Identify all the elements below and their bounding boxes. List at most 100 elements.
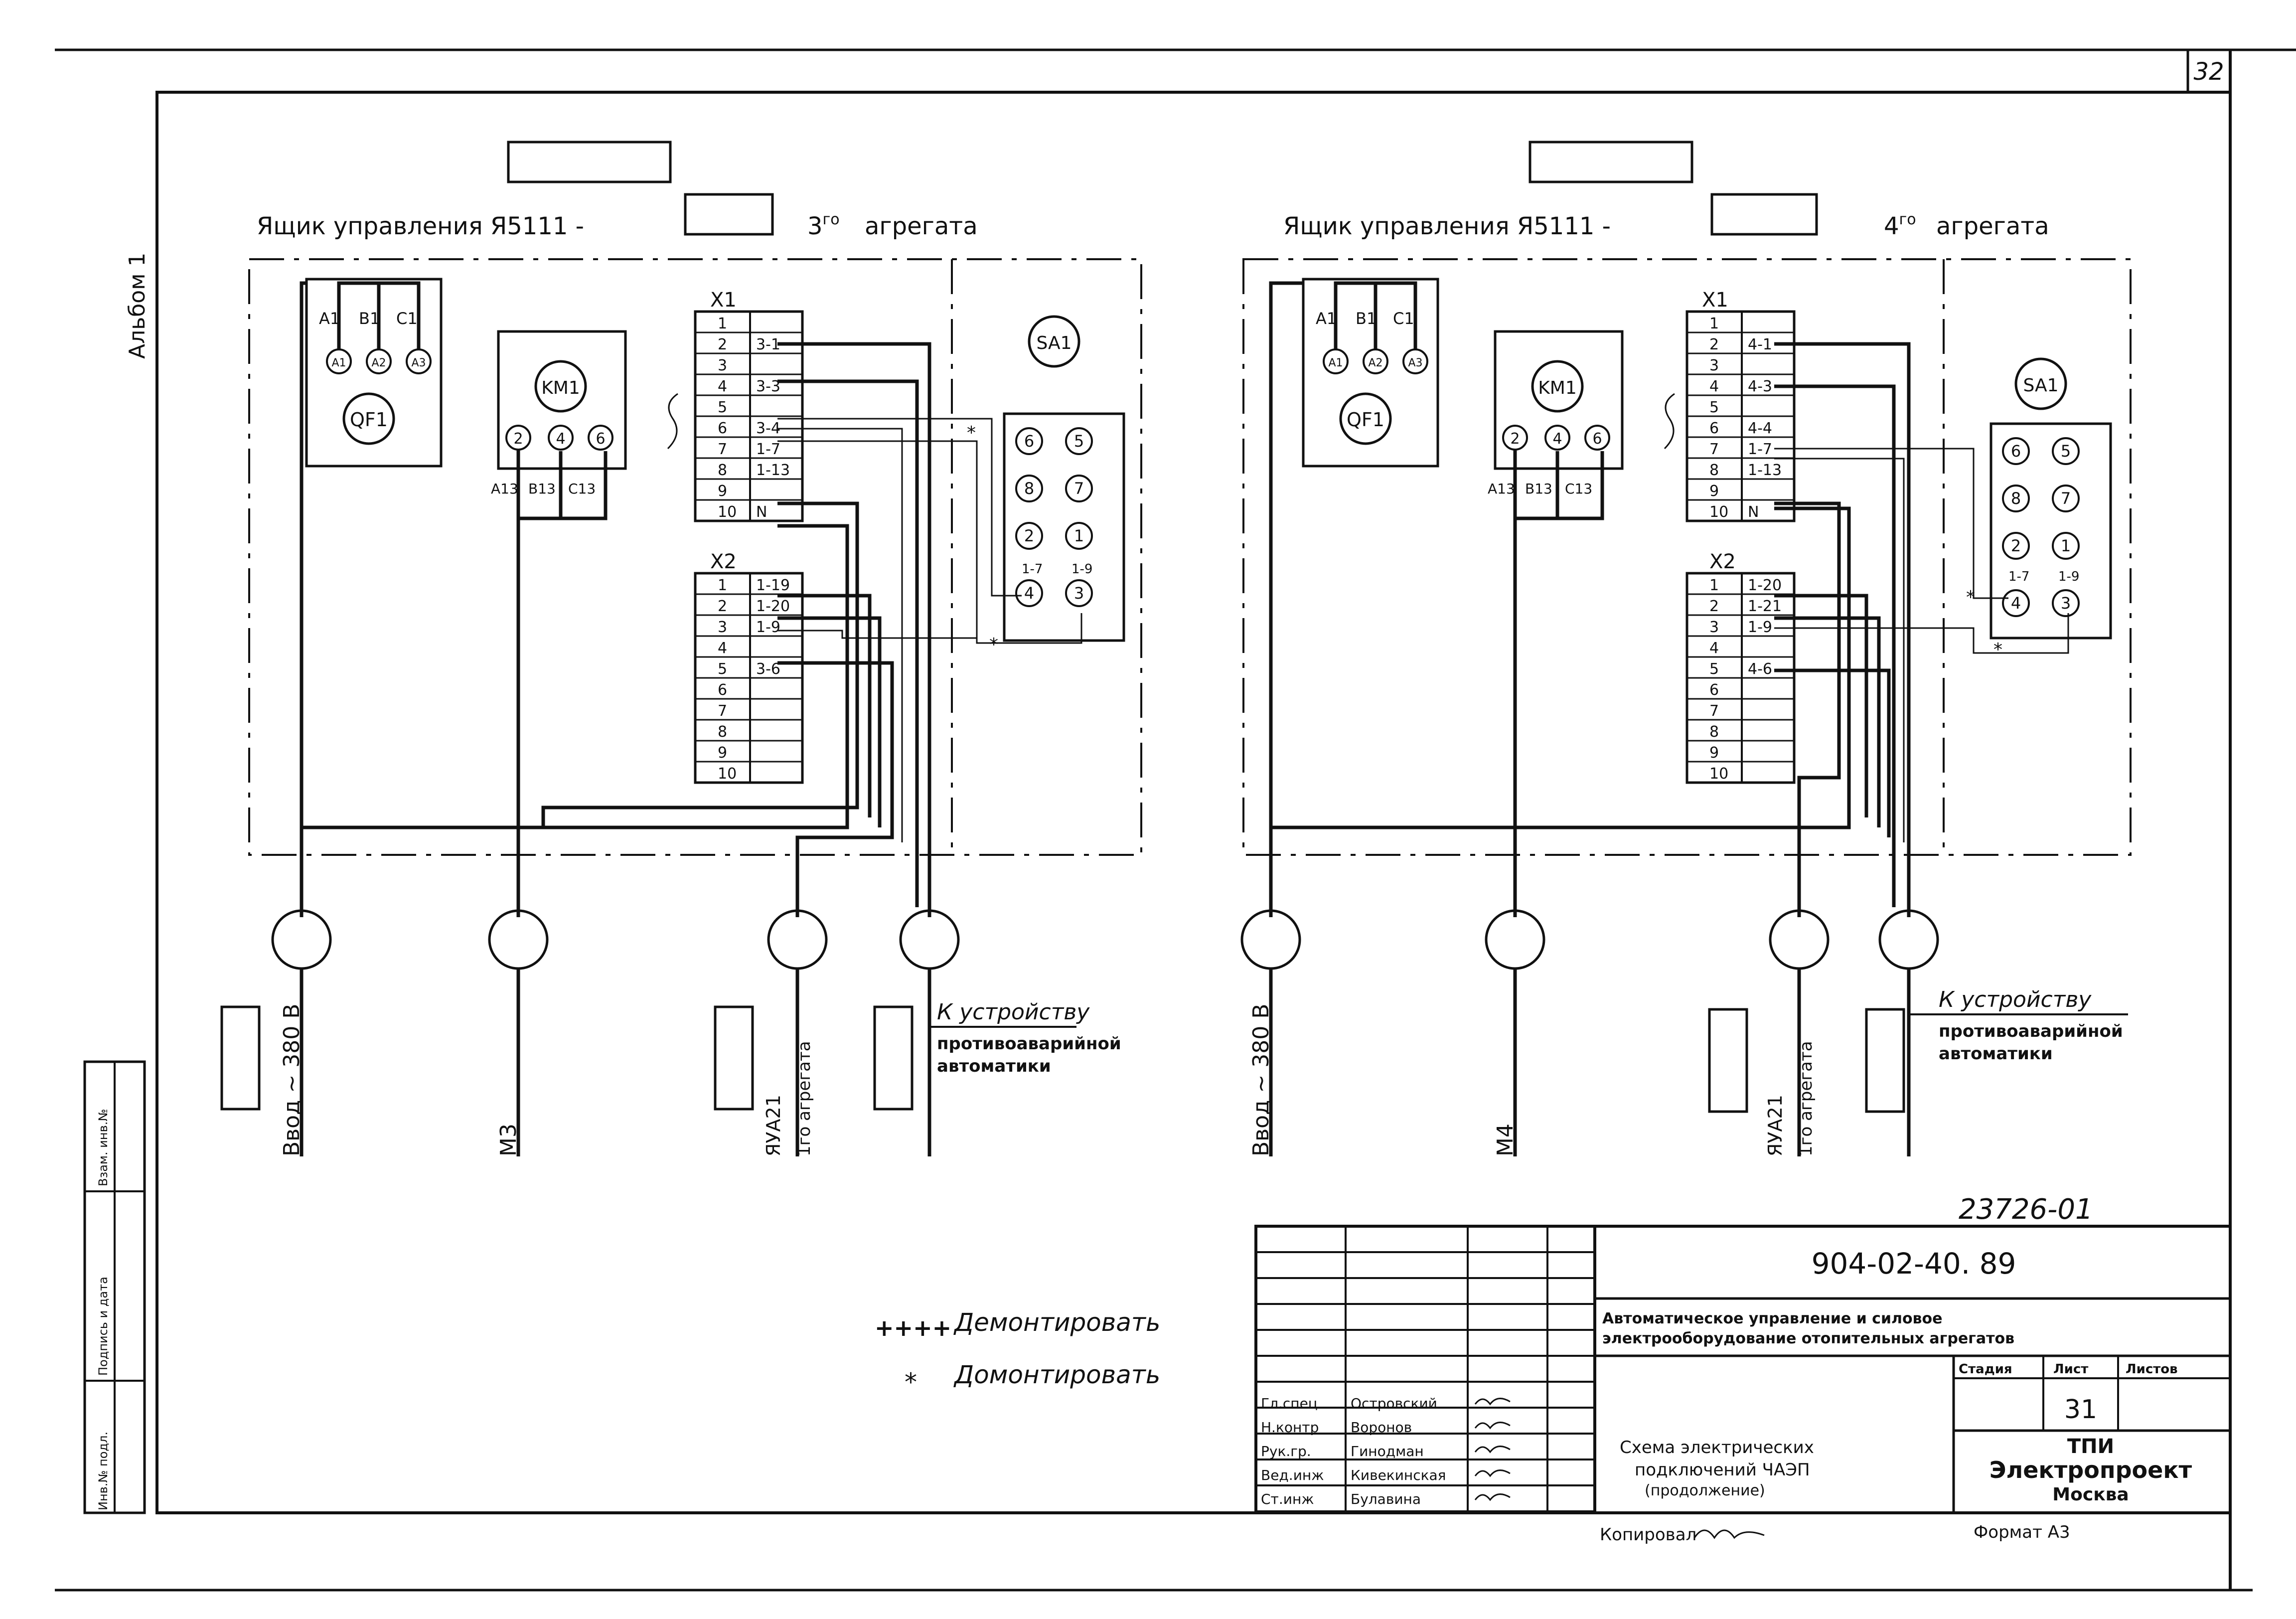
breaker-name: QF1 <box>1347 409 1384 431</box>
switch-contact-number: 4 <box>2011 594 2021 613</box>
cable-gland-emergency <box>899 909 960 970</box>
blank-field-top <box>507 141 672 183</box>
terminal-number: 9 <box>1709 483 1719 500</box>
contactor-terminal-4 <box>548 425 574 451</box>
legend-dismantle-symbol: ++++ <box>875 1314 951 1341</box>
drawing-title-line3: (продолжение) <box>1645 1482 1765 1499</box>
switch-contact <box>1065 475 1093 502</box>
terminal-number: 9 <box>718 483 727 500</box>
signatory-role: Рук.гр. <box>1261 1443 1311 1459</box>
drawing-title-line2: подключений ЧАЭП <box>1635 1460 1810 1480</box>
terminal-number: 3 <box>718 619 727 636</box>
switch-contact <box>1065 579 1093 607</box>
svg-text:A1: A1 <box>1328 357 1343 369</box>
terminal-number: 10 <box>1709 765 1728 783</box>
breaker-input-c: C1 <box>1393 309 1414 328</box>
terminal-wire-label: N <box>756 503 767 521</box>
power-wiring <box>300 281 931 917</box>
svg-text:2: 2 <box>1510 430 1520 448</box>
terminal-wire-label: 4-4 <box>1748 420 1772 437</box>
panel-title: Ящик управления Я5111 - <box>1283 212 1611 240</box>
signature <box>1474 1469 1511 1477</box>
cable-blank-control <box>714 1005 754 1111</box>
breaker-terminal-a <box>326 348 352 374</box>
copied-label: Копировал <box>1600 1525 1696 1545</box>
breaker-name: QF1 <box>350 409 388 431</box>
switch-contact <box>1015 522 1043 550</box>
svg-text:A3: A3 <box>411 357 426 369</box>
switch-contact <box>2002 532 2030 560</box>
signatory-name: Гинодман <box>1351 1443 1424 1459</box>
terminal-wire-label: 1-19 <box>756 577 790 594</box>
device-label-line3: автоматики <box>937 1056 1051 1076</box>
terminal-number: 9 <box>1709 744 1719 762</box>
signature <box>1474 1493 1511 1501</box>
terminal-number: 8 <box>1709 723 1719 741</box>
terminal-number: 7 <box>718 441 727 458</box>
unit-number: 4го <box>1884 211 1916 240</box>
terminal-number: 6 <box>718 420 727 437</box>
breaker-input-b: B1 <box>1356 309 1377 328</box>
terminal-wire-label: 1-7 <box>756 441 780 458</box>
cable-gland-control <box>1769 909 1830 970</box>
cable-gland-power <box>271 909 332 970</box>
terminal-number: 8 <box>718 462 727 479</box>
signatory-role: Гл.спец <box>1261 1395 1318 1412</box>
terminal-number: 2 <box>1709 598 1719 615</box>
terminal-number: 3 <box>718 357 727 374</box>
terminal-number: 6 <box>1709 420 1719 437</box>
terminal-number: 6 <box>718 681 727 699</box>
format-label: Формат А3 <box>1974 1522 2070 1542</box>
svg-text:A1: A1 <box>331 357 346 369</box>
enclosure-boundary <box>1242 258 2132 856</box>
contactor-output-c: C13 <box>1565 481 1592 497</box>
svg-text:A2: A2 <box>1368 357 1382 369</box>
cable-gland-power <box>1240 909 1301 970</box>
contactor-output-c: C13 <box>568 481 596 497</box>
drawing-title-line1: Схема электрических <box>1620 1438 1814 1457</box>
contactor-output-b: B13 <box>1525 481 1552 497</box>
terminal-number: 5 <box>1709 399 1719 416</box>
terminal-number: 8 <box>1709 462 1719 479</box>
cable-label-control: ЯУА21 <box>1764 1095 1786 1156</box>
switch-contact-number: 4 <box>1024 584 1034 603</box>
mount-mark: * <box>1966 587 1975 608</box>
switch-symbol <box>2014 357 2067 410</box>
terminal-wire-label: 4-3 <box>1748 378 1772 395</box>
breaker-input-a: A1 <box>1316 309 1337 328</box>
terminal-number: 1 <box>1709 577 1719 594</box>
switch-contact-number: 1 <box>2061 536 2071 555</box>
sheet-number: 31 <box>2064 1395 2097 1425</box>
breaker-input-a: A1 <box>319 309 340 328</box>
cable-label-control: ЯУА21 <box>763 1095 784 1156</box>
switch-contact-number: 7 <box>1074 479 1084 498</box>
terminal-number: 4 <box>718 378 727 395</box>
terminal-number: 7 <box>1709 441 1719 458</box>
unit-word: агрегата <box>865 212 978 240</box>
col-sheets: Листов <box>2126 1362 2178 1377</box>
signatory-name: Булавина <box>1351 1491 1421 1507</box>
signatory-name: Островский <box>1351 1395 1437 1412</box>
enclosure-boundary <box>248 258 1142 856</box>
legend-mount-label: Домонтировать <box>953 1360 1160 1389</box>
breaker-input-c: C1 <box>396 309 418 328</box>
org-line2: Электропроект <box>1990 1457 2192 1483</box>
contactor-output-a: A13 <box>491 481 518 497</box>
svg-text:A2: A2 <box>371 357 386 369</box>
terminal-wire-label: 3-4 <box>756 420 780 437</box>
terminal-number: 5 <box>718 660 727 678</box>
stamp-label-inventory: Инв.№ подл. <box>96 1432 110 1510</box>
cable-label-motor: М3 <box>496 1124 521 1156</box>
terminal-number: 1 <box>718 577 727 594</box>
org-line3: Москва <box>2052 1484 2129 1505</box>
stamp-label-replacement: Взам. инв.№ <box>96 1109 110 1186</box>
contactor-output-b: B13 <box>528 481 556 497</box>
mount-mark: * <box>989 635 998 655</box>
cable-label-motor: М4 <box>1493 1124 1518 1156</box>
contactor-symbol <box>534 360 587 413</box>
switch-box <box>1003 412 1125 642</box>
control-wiring <box>1664 393 2069 842</box>
device-label-line1: К устройству <box>1939 987 2092 1012</box>
